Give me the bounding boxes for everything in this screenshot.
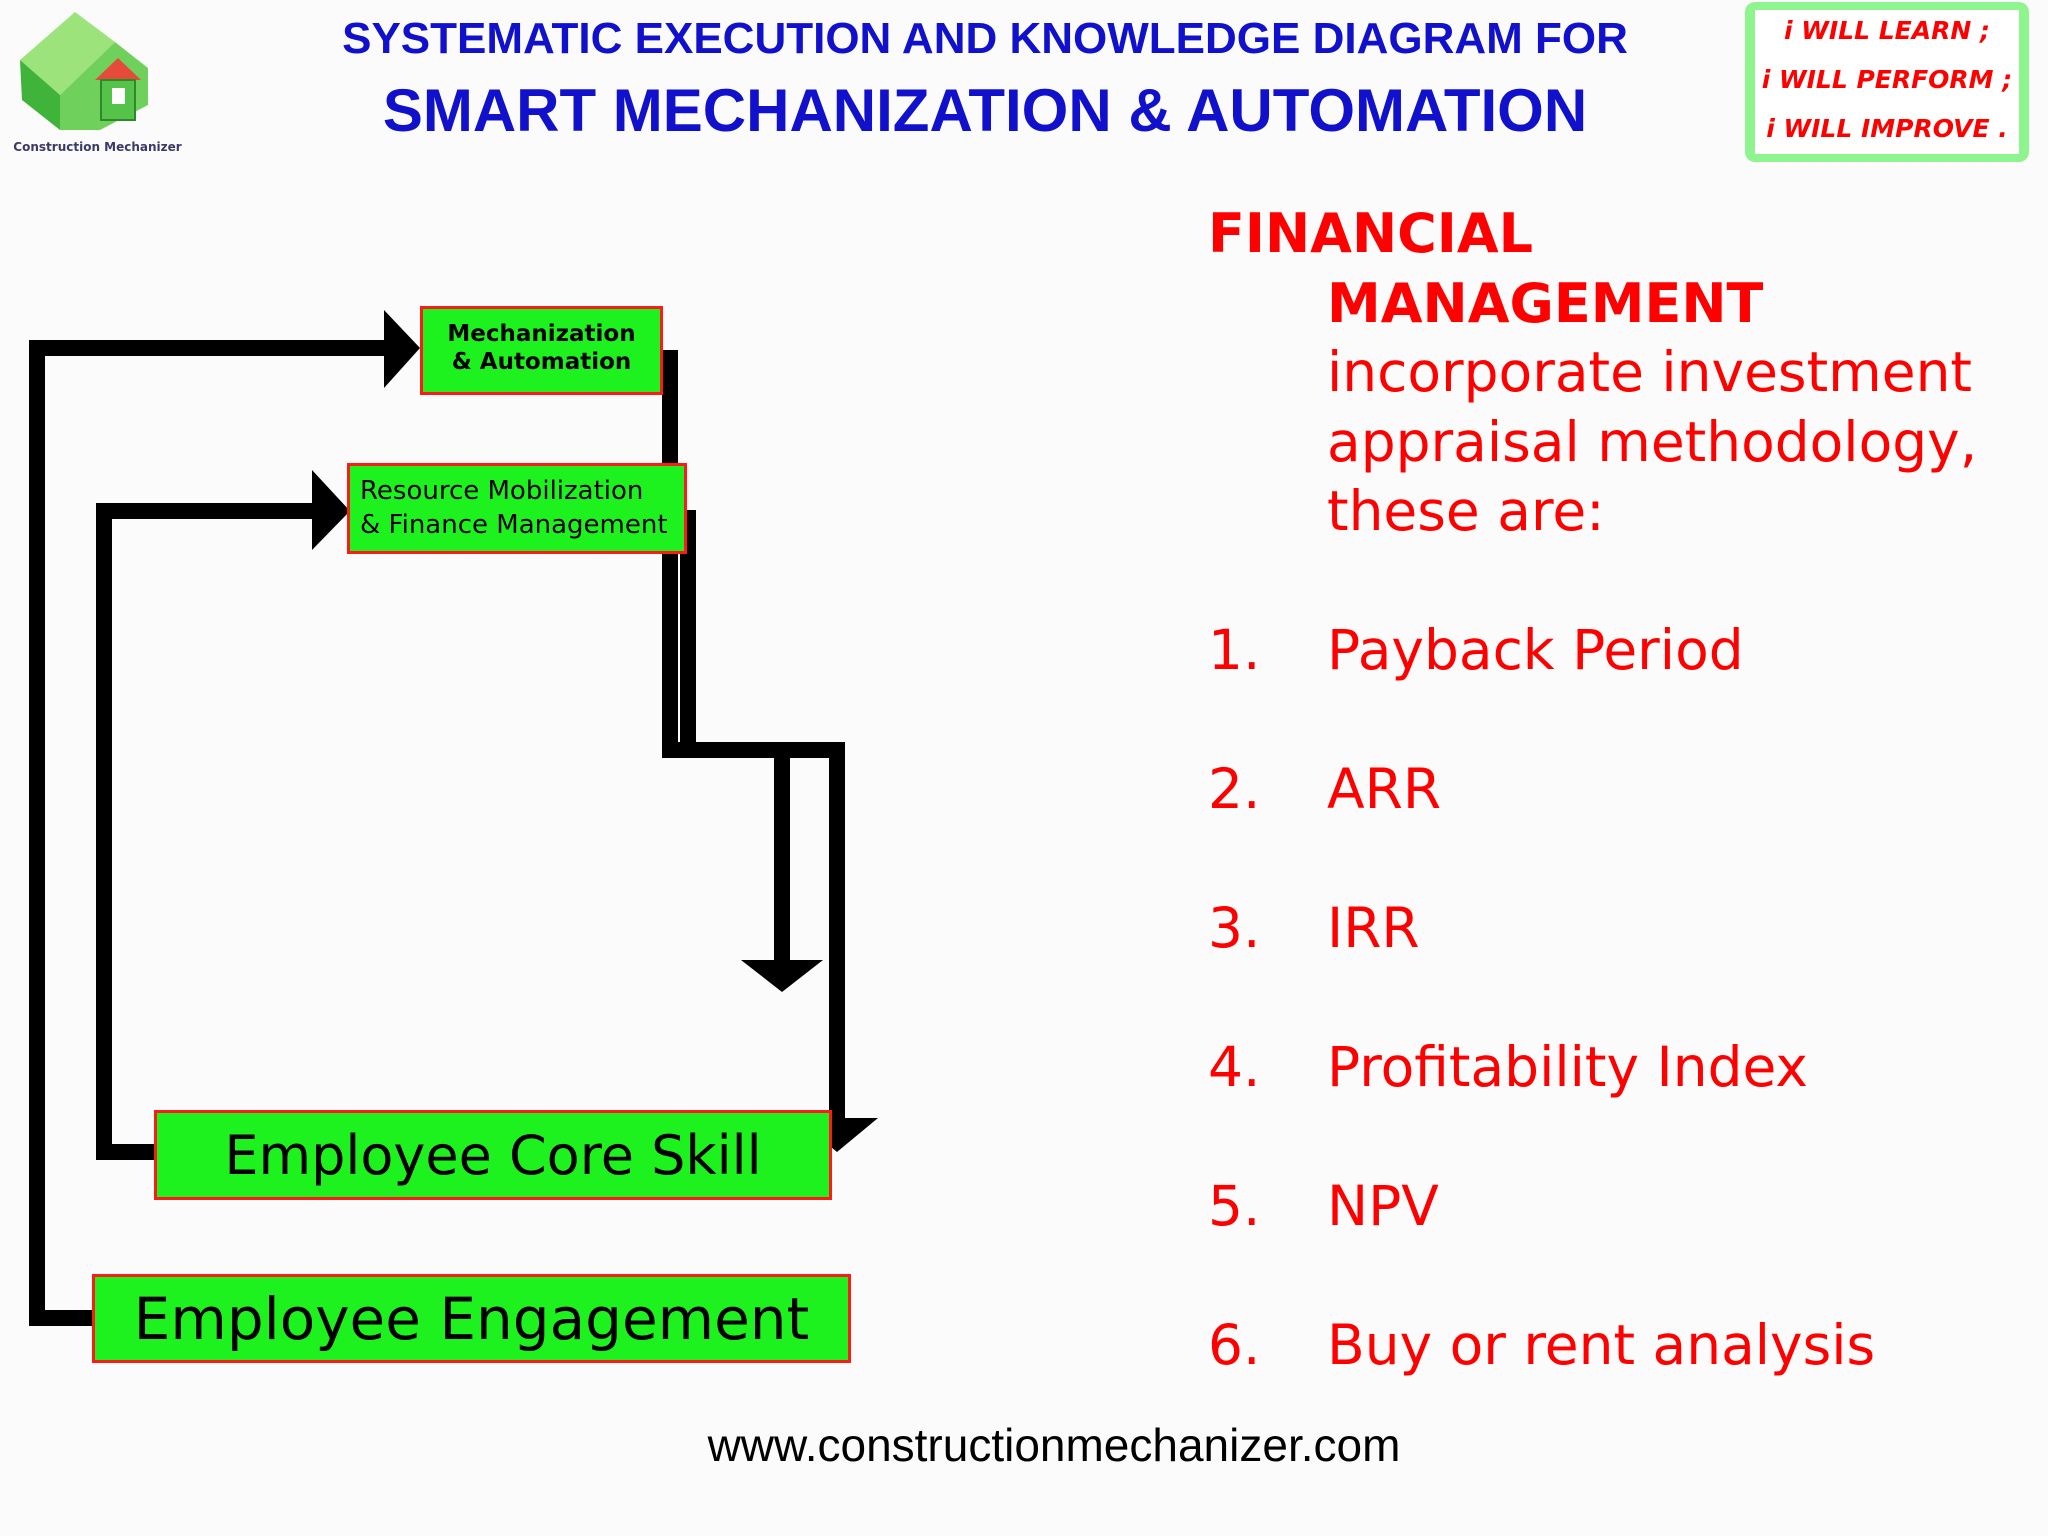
motto-line-improve: i WILL IMPROVE .	[1766, 114, 2008, 143]
financial-item-arr: ARR	[1327, 757, 1442, 821]
financial-description-line1: incorporate investment	[1327, 340, 1972, 404]
motto-line-learn: i WILL LEARN ;	[1784, 16, 1990, 45]
connector-engagement-to-mechanization	[29, 340, 395, 1326]
financial-description-line3: these are:	[1327, 479, 1605, 543]
box-resource-label-line1: Resource Mobilization	[360, 476, 644, 506]
header-title-line2: SMART MECHANIZATION & AUTOMATION	[382, 77, 1588, 144]
company-logo: Construction Mechanizer	[0, 0, 195, 195]
financial-item-number: 2.	[1208, 757, 1261, 821]
motto-line-perform: i WILL PERFORM ;	[1761, 65, 2013, 94]
financial-item-number: 5.	[1208, 1174, 1261, 1238]
box-employee-core-skill: Employee Core Skill	[154, 1110, 832, 1200]
financial-item-number: 1.	[1208, 618, 1261, 682]
motto-panel: i WILL LEARN ; i WILL PERFORM ; i WILL I…	[1755, 10, 2019, 154]
box-engagement-label: Employee Engagement	[133, 1284, 810, 1353]
financial-item-number: 4.	[1208, 1035, 1261, 1099]
header-title-line1: SYSTEMATIC EXECUTION AND KNOWLEDGE DIAGR…	[342, 14, 1628, 63]
box-core-skill-label: Employee Core Skill	[224, 1123, 762, 1187]
financial-heading-line2: MANAGEMENT	[1327, 272, 1764, 335]
financial-item-number: 3.	[1208, 896, 1261, 960]
footer-website-url: www.constructionmechanizer.com	[707, 1419, 1401, 1471]
financial-item-buy-or-rent: Buy or rent analysis	[1327, 1313, 1876, 1377]
financial-item-number: 6.	[1208, 1313, 1261, 1377]
box-employee-engagement: Employee Engagement	[92, 1274, 851, 1363]
financial-item-irr: IRR	[1327, 896, 1420, 960]
connector-resource-down	[680, 510, 845, 1120]
arrowhead-to-resource	[312, 470, 350, 550]
box-mechanization-automation: Mechanization & Automation	[420, 306, 663, 395]
arrowhead-down-open	[741, 960, 823, 992]
box-resource-finance: Resource Mobilization & Finance Manageme…	[347, 463, 687, 554]
box-resource-label-line2: & Finance Management	[360, 510, 668, 540]
financial-description-line2: appraisal methodology,	[1327, 410, 1978, 474]
arrowhead-to-mechanization	[384, 310, 420, 388]
connector-core-skill-to-resource	[96, 503, 320, 1160]
box-mechanization-label-line2: & Automation	[451, 349, 632, 375]
logo-caption: Construction Mechanizer	[13, 140, 182, 154]
financial-item-profitability-index: Profitability Index	[1327, 1035, 1808, 1099]
financial-item-payback-period: Payback Period	[1327, 618, 1744, 682]
motto-badge: i WILL LEARN ; i WILL PERFORM ; i WILL I…	[1745, 2, 2029, 162]
financial-item-npv: NPV	[1327, 1174, 1439, 1238]
box-mechanization-label-line1: Mechanization	[447, 321, 636, 347]
house-cube-logo-icon	[20, 12, 148, 130]
financial-heading-line1: FINANCIAL	[1208, 202, 1534, 265]
